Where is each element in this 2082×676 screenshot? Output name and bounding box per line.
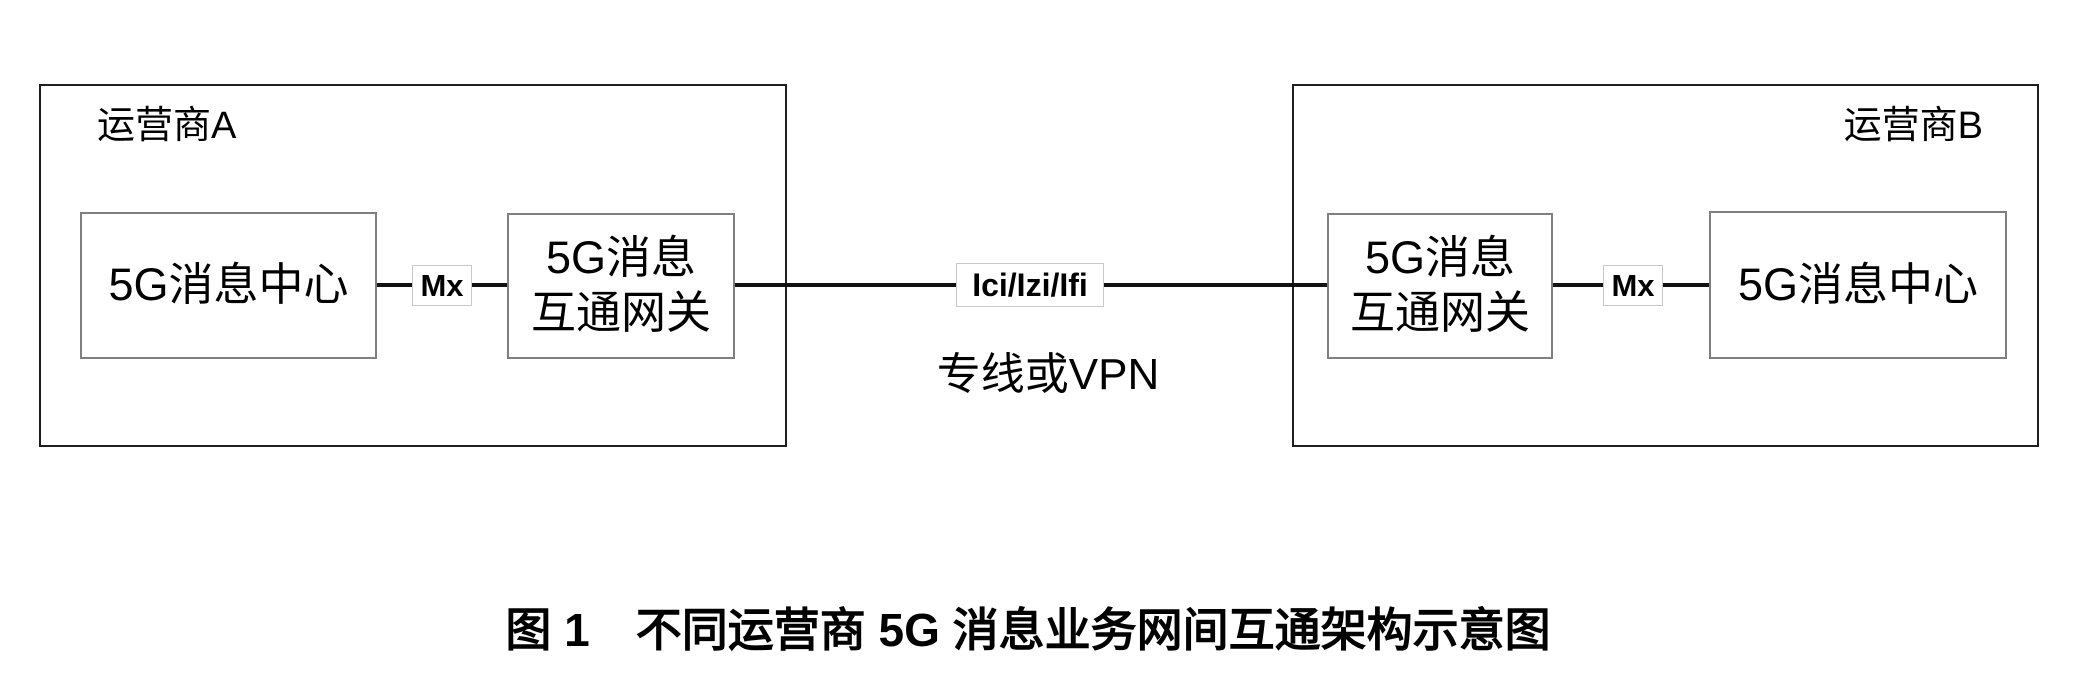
operator-a-label: 运营商A — [97, 105, 237, 147]
figure-caption: 图 1 不同运营商 5G 消息业务网间互通架构示意图 — [505, 604, 1551, 656]
operator-b-mx-interface-label: Mx — [1603, 265, 1663, 306]
interconnect-interface-label: Ici/Izi/Ifi — [956, 263, 1104, 307]
operator-b-gateway-box: 5G消息 互通网关 — [1327, 213, 1553, 359]
operator-b-message-center-label: 5G消息中心 — [1737, 258, 1979, 310]
operator-b-box: 运营商B — [1292, 84, 2039, 447]
interconnect-link-type-label: 专线或VPN — [936, 350, 1160, 399]
operator-a-mx-interface-label: Mx — [412, 265, 472, 306]
operator-a-box: 运营商A — [39, 84, 787, 447]
operator-b-message-center-box: 5G消息中心 — [1709, 211, 2007, 359]
operator-b-gateway-label: 5G消息 互通网关 — [1349, 232, 1530, 338]
operator-a-message-center-box: 5G消息中心 — [80, 212, 377, 359]
operator-a-gateway-label: 5G消息 互通网关 — [530, 232, 711, 338]
operator-a-message-center-label: 5G消息中心 — [108, 259, 349, 311]
operator-b-label: 运营商B — [1843, 105, 1983, 147]
operator-a-gateway-box: 5G消息 互通网关 — [507, 213, 735, 359]
